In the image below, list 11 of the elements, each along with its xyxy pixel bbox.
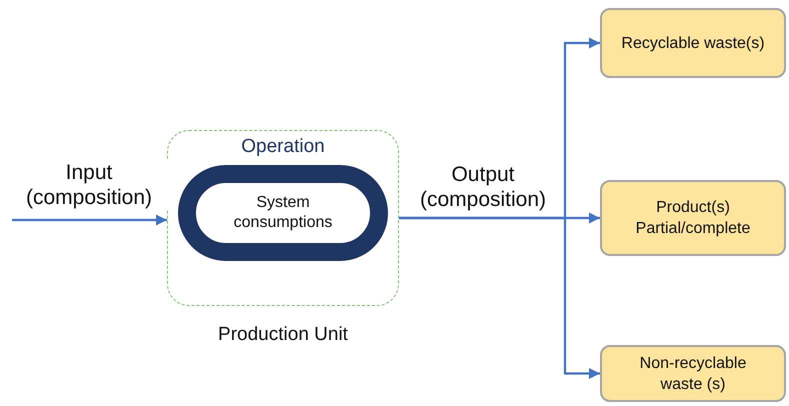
output-text: Non-recyclable waste (s) [638,354,748,394]
ring-text: System consumptions [232,193,334,233]
output-text: Product(s) Partial/complete [634,198,752,239]
arrow [12,214,167,226]
output-box [600,8,786,78]
arrow [399,216,600,379]
unit-caption: Production Unit [217,323,349,346]
output-box [600,345,786,402]
output-box [600,180,786,256]
output-text: Recyclable waste(s) [620,34,766,54]
operation-heading: Operation [240,135,326,158]
